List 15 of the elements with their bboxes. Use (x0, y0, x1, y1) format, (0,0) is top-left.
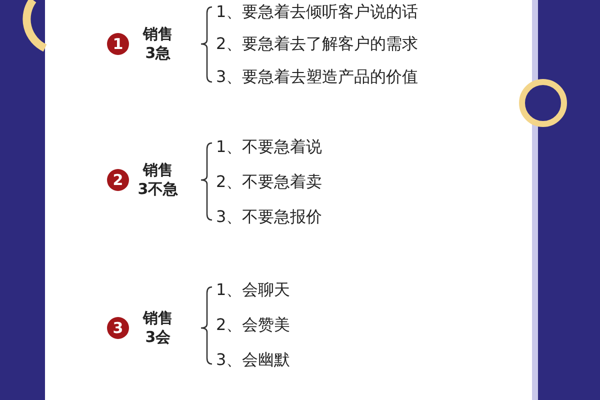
group-heading: 销售 (142, 309, 174, 328)
list-item: 3、不要急报价 (216, 207, 322, 227)
list-item: 3、要急着去塑造产品的价值 (216, 67, 418, 87)
list-item: 1、要急着去倾听客户说的话 (216, 2, 418, 22)
list-item: 3、会幽默 (216, 350, 290, 370)
list-item: 2、不要急着卖 (216, 172, 322, 192)
group-heading: 销售 (142, 25, 174, 44)
group-heading: 3不急 (136, 180, 180, 199)
group-heading: 3会 (144, 328, 172, 347)
list-item: 2、要急着去了解客户的需求 (216, 34, 418, 54)
group-heading: 销售 (142, 161, 174, 180)
list-item: 2、会赞美 (216, 315, 290, 335)
list-item: 1、不要急着说 (216, 137, 322, 157)
group-heading: 3急 (144, 44, 172, 63)
list-item: 1、会聊天 (216, 280, 290, 300)
